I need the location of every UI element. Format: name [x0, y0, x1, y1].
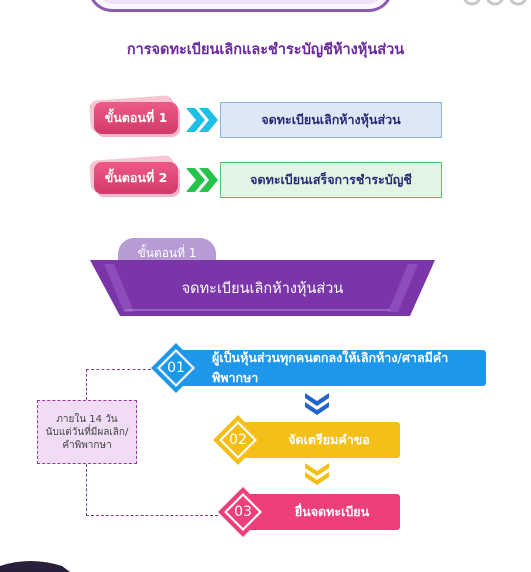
- flow-number: 02: [229, 432, 247, 448]
- step-badge-2: ขั้นตอนที่ 2: [94, 162, 178, 194]
- flow-step-label: จัดเตรียมคำขอ: [288, 432, 370, 447]
- flow-number-badge: [218, 487, 268, 537]
- bottom-decoration: [0, 561, 70, 572]
- section-heading: จดทะเบียนเลิกห้างหุ้นส่วน: [181, 280, 344, 297]
- connector-line: [86, 369, 151, 400]
- flow-step-1: ผู้เป็นหุ้นส่วนทุกคนตกลงให้เลิกห้าง/ศาลม…: [176, 350, 486, 386]
- section-banner: [90, 260, 435, 316]
- flow-number-badge: [213, 415, 263, 465]
- flow-number-badge: [151, 343, 201, 393]
- flow-step-3: ยื่นจดทะเบียน: [244, 494, 400, 530]
- down-chevron-icon: [305, 463, 329, 485]
- down-chevron-icon: [305, 393, 329, 415]
- connector-line: [86, 464, 218, 516]
- note-line: คำพิพากษา: [62, 439, 112, 451]
- page-title: การจดทะเบียนเลิกและชำระบัญชีห้างหุ้นส่วน: [126, 42, 405, 58]
- flow-step-label: ยื่นจดทะเบียน: [294, 504, 370, 519]
- top-banner-fill: [96, 0, 385, 4]
- decorative-dots-icon: [463, 0, 527, 6]
- note-line: ภายใน 14 วัน: [56, 413, 118, 425]
- flow-step-label: ผู้เป็นหุ้นส่วนทุกคนตกลงให้เลิกห้าง/ศาลม…: [212, 350, 449, 385]
- flow-step-2: จัดเตรียมคำขอ: [238, 422, 400, 458]
- note-line: นับแต่วันที่มีผลเลิก/: [45, 426, 129, 438]
- double-chevron-icon: [186, 108, 218, 132]
- step-badge-1: ขั้นตอนที่ 1: [94, 102, 178, 134]
- double-chevron-icon: [186, 168, 218, 192]
- flow-number: 03: [234, 504, 252, 520]
- time-limit-note: ภายใน 14 วัน นับแต่วันที่มีผลเลิก/ คำพิพ…: [37, 400, 137, 464]
- step-1-box: จดทะเบียนเลิกห้างหุ้นส่วน: [220, 102, 442, 138]
- flow-number: 01: [167, 360, 185, 376]
- step-2-box: จดทะเบียนเสร็จการชำระบัญชี: [220, 162, 442, 198]
